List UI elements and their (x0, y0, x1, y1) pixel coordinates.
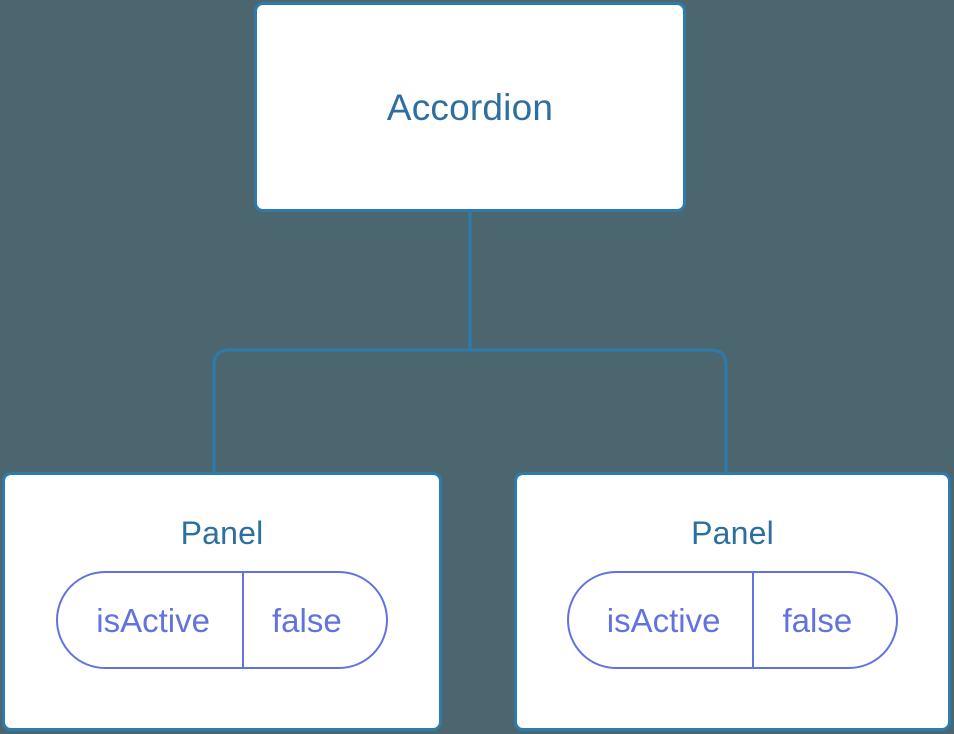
state-pill-panel-right[interactable]: isActive false (566, 571, 899, 669)
state-key-panel-left: isActive (96, 601, 210, 639)
node-panel-left[interactable]: Panel isActive false (2, 472, 442, 731)
node-accordion-title: Accordion (386, 86, 554, 128)
node-panel-left-title: Panel (180, 515, 264, 551)
state-pill-divider-left (241, 573, 244, 667)
edge-accordion-to-panel-left (212, 348, 471, 474)
node-panel-right[interactable]: Panel isActive false (514, 472, 951, 731)
edge-accordion-to-panel-right (469, 348, 728, 474)
state-value-panel-right: false (782, 601, 853, 639)
state-value-panel-left: false (271, 601, 342, 639)
node-accordion[interactable]: Accordion (254, 2, 686, 212)
state-pill-divider-right (752, 573, 755, 667)
state-key-panel-right: isActive (606, 601, 721, 639)
node-panel-right-title: Panel (691, 515, 774, 551)
state-pill-panel-left[interactable]: isActive false (56, 571, 388, 669)
